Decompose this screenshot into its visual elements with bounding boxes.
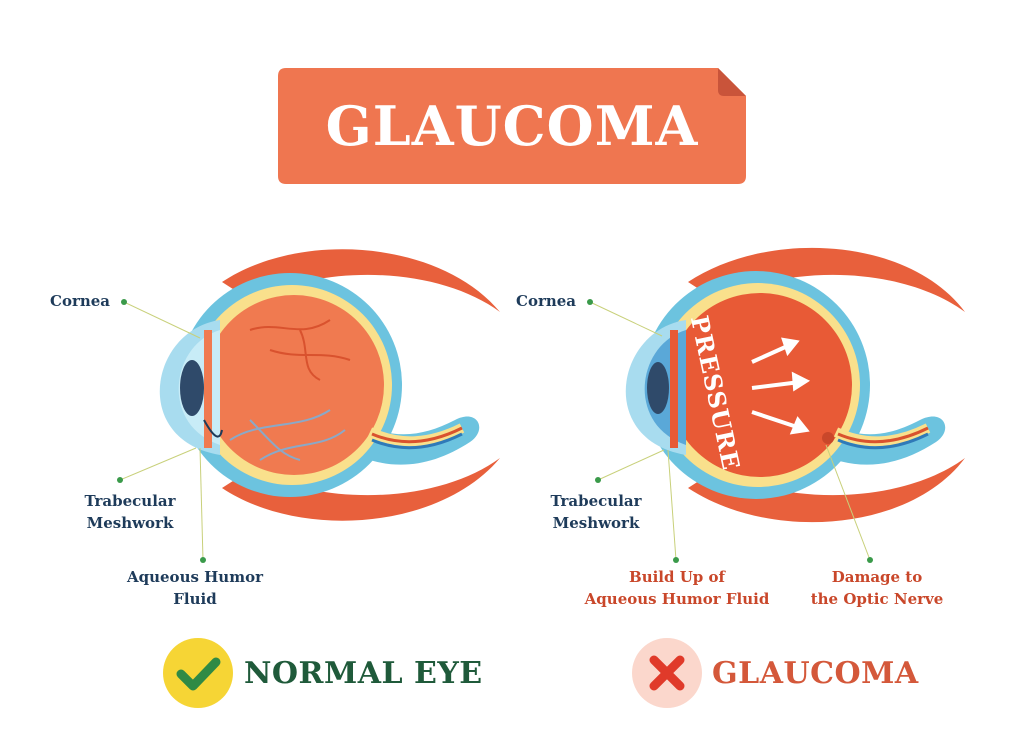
x-mark-icon (632, 638, 702, 708)
trabecular-label-glaucoma: Trabecular Meshwork (550, 492, 642, 532)
pupil-glaucoma (647, 362, 669, 414)
upper-muscle-glaucoma (688, 247, 965, 312)
vitreous (204, 295, 384, 475)
aqueous-label-normal: Aqueous Humor Fluid (126, 568, 263, 608)
lower-muscle-glaucoma (688, 458, 965, 523)
check-icon (163, 638, 233, 708)
buildup-label: Build Up of Aqueous Humor Fluid (584, 568, 770, 608)
pressure-arrows (751, 337, 811, 435)
upper-muscle (222, 249, 500, 312)
banner-shape (278, 68, 746, 184)
cornea-label-normal: Cornea (50, 292, 111, 310)
title-banner: GLAUCOMA (278, 68, 746, 184)
cornea-label-glaucoma: Cornea (516, 292, 577, 310)
damage-label: Damage to the Optic Nerve (810, 568, 944, 608)
page-title: GLAUCOMA (325, 94, 699, 158)
trabecular-label-normal: Trabecular Meshwork (84, 492, 176, 532)
pupil (180, 360, 204, 416)
normal-eye-status: NORMAL EYE (244, 656, 483, 691)
lower-muscle (222, 458, 500, 521)
glaucoma-status: GLAUCOMA (712, 656, 919, 691)
